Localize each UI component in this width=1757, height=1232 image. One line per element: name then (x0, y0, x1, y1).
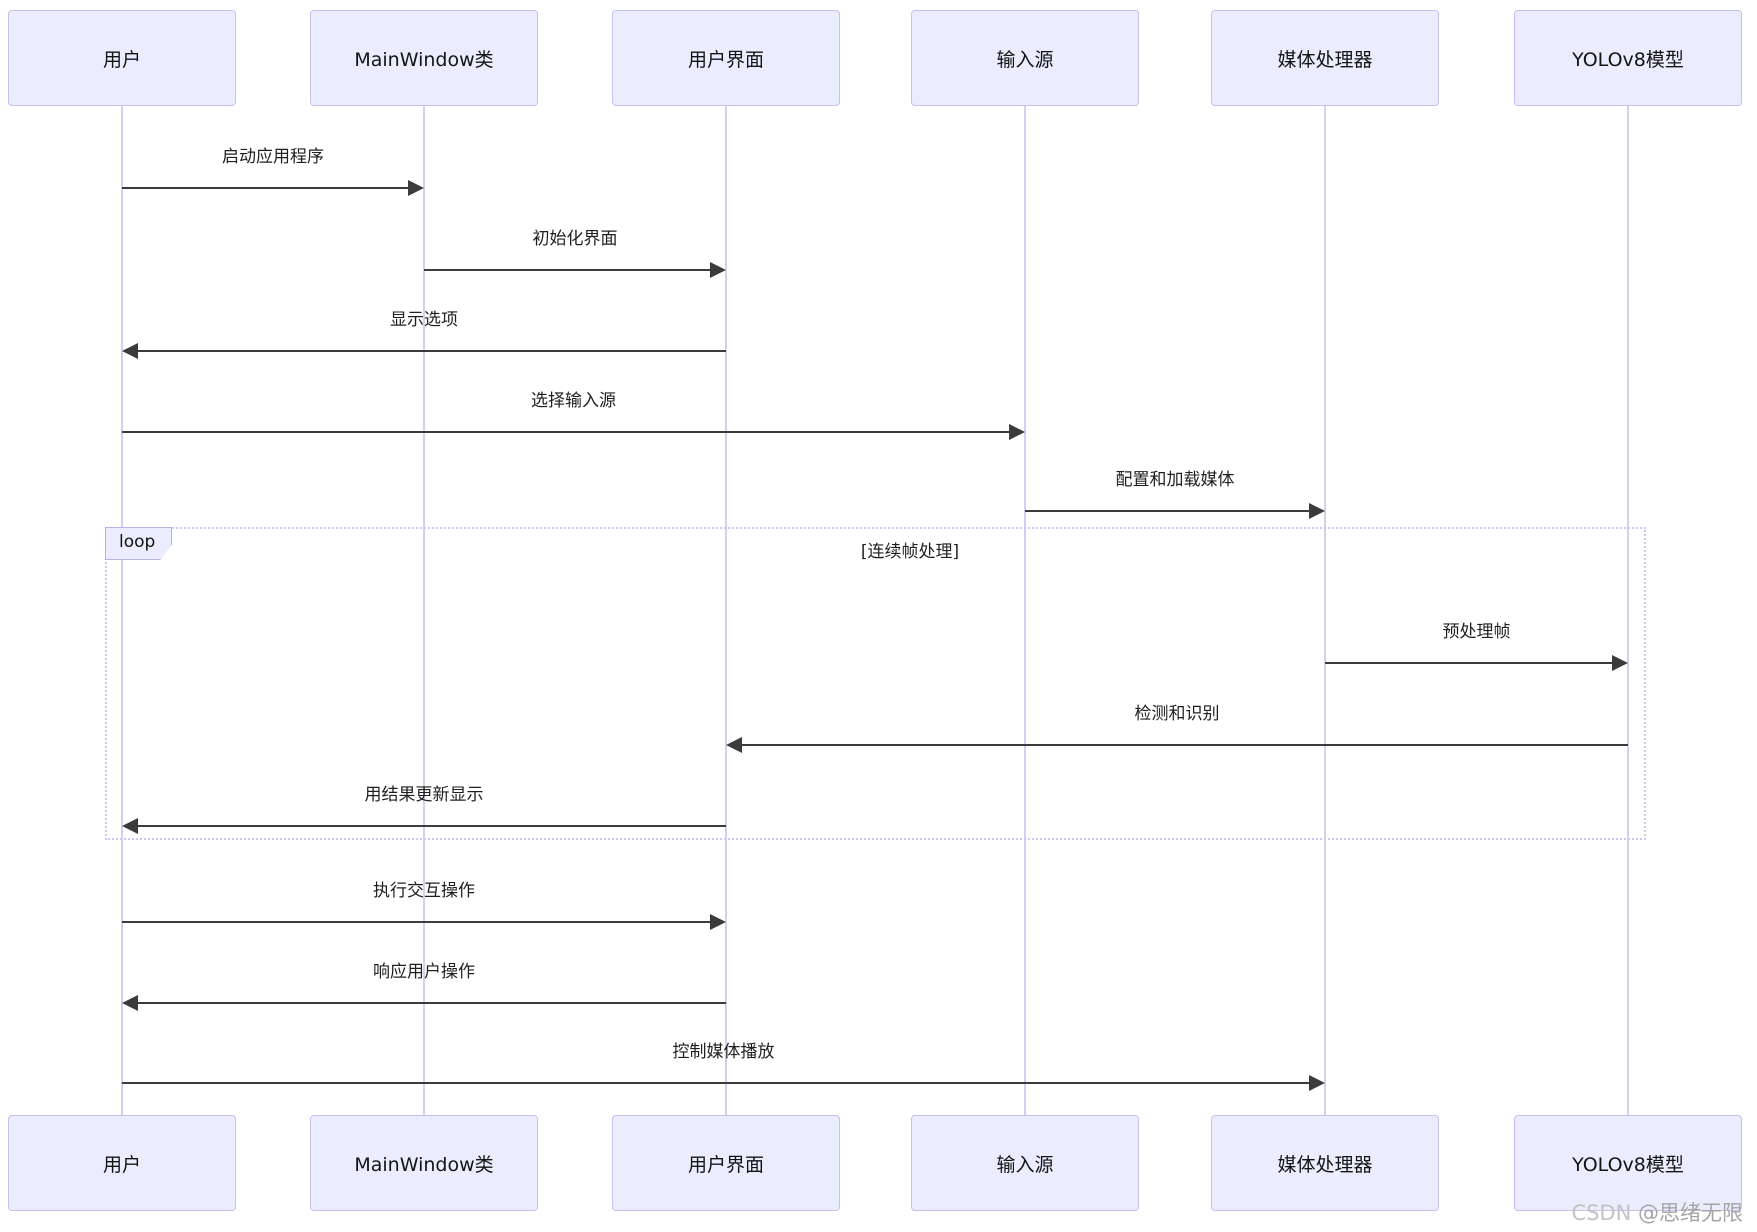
message-line-3 (122, 431, 1011, 433)
message-label-2: 显示选项 (390, 310, 458, 330)
watermark-csdn-text: CSDN (1571, 1201, 1638, 1225)
message-line-9 (136, 1002, 726, 1004)
message-line-6 (740, 744, 1628, 746)
message-label-0: 启动应用程序 (222, 147, 324, 167)
message-line-0 (122, 187, 410, 189)
message-line-4 (1025, 510, 1311, 512)
message-arrowhead-8 (710, 914, 726, 930)
message-line-5 (1325, 662, 1614, 664)
actor-top-mainwindow: MainWindow类 (310, 10, 538, 106)
actor-bottom-ui: 用户界面 (612, 1115, 840, 1211)
lifeline-ui (725, 106, 727, 1115)
lifeline-input-source (1024, 106, 1026, 1115)
actor-top-yolov8-model: YOLOv8模型 (1514, 10, 1742, 106)
message-arrowhead-2 (122, 343, 138, 359)
actor-top-user: 用户 (8, 10, 236, 106)
message-line-10 (122, 1082, 1311, 1084)
message-arrowhead-10 (1309, 1075, 1325, 1091)
actor-bottom-input-source: 输入源 (911, 1115, 1139, 1211)
watermark-author-text: @思绪无限 (1638, 1201, 1743, 1225)
message-arrowhead-3 (1009, 424, 1025, 440)
actor-top-media-processor: 媒体处理器 (1211, 10, 1439, 106)
message-arrowhead-6 (726, 737, 742, 753)
actor-bottom-user: 用户 (8, 1115, 236, 1211)
message-arrowhead-5 (1612, 655, 1628, 671)
actor-bottom-media-processor: 媒体处理器 (1211, 1115, 1439, 1211)
message-line-8 (122, 921, 712, 923)
actor-bottom-yolov8-model: YOLOv8模型 (1514, 1115, 1742, 1211)
message-line-1 (424, 269, 712, 271)
message-arrowhead-9 (122, 995, 138, 1011)
lifeline-media-processor (1324, 106, 1326, 1115)
loop-frame (105, 527, 1646, 840)
message-label-5: 预处理帧 (1442, 622, 1511, 642)
watermark: CSDN @思绪无限 (1571, 1197, 1743, 1227)
actor-top-input-source: 输入源 (911, 10, 1139, 106)
lifeline-user (121, 106, 123, 1115)
message-label-4: 配置和加载媒体 (1115, 470, 1235, 490)
message-arrowhead-1 (710, 262, 726, 278)
actor-top-ui: 用户界面 (612, 10, 840, 106)
lifeline-mainwindow (423, 106, 425, 1115)
message-arrowhead-0 (408, 180, 424, 196)
message-label-6: 检测和识别 (1134, 704, 1220, 724)
message-label-7: 用结果更新显示 (364, 785, 484, 805)
message-line-7 (136, 825, 726, 827)
message-label-9: 响应用户操作 (373, 962, 475, 982)
loop-condition-label: [连续帧处理] (860, 542, 960, 562)
actor-bottom-mainwindow: MainWindow类 (310, 1115, 538, 1211)
lifeline-yolov8-model (1627, 106, 1629, 1115)
loop-label: loop (105, 527, 173, 560)
message-label-3: 选择输入源 (531, 391, 616, 411)
message-line-2 (136, 350, 726, 352)
message-label-10: 控制媒体播放 (672, 1042, 775, 1062)
message-label-8: 执行交互操作 (373, 881, 475, 901)
message-arrowhead-7 (122, 818, 138, 834)
message-label-1: 初始化界面 (532, 229, 618, 249)
message-arrowhead-4 (1309, 503, 1325, 519)
